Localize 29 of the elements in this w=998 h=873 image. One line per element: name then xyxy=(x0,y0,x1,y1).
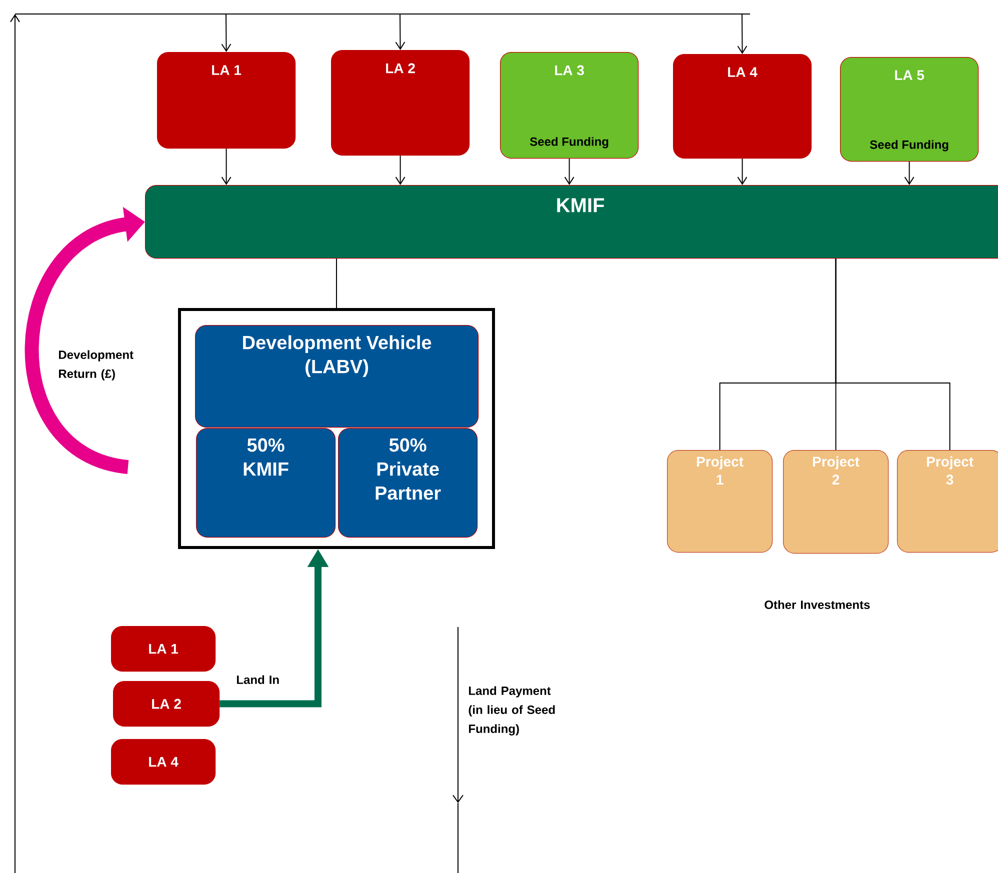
authority-box: LA 4 xyxy=(111,739,216,785)
authority-box: LA 3 Seed Funding xyxy=(500,52,639,159)
fund-bar: KMIF xyxy=(145,185,998,259)
arrow xyxy=(737,14,748,54)
arrow xyxy=(737,158,748,185)
share-box: 50% Private Partner xyxy=(338,428,478,538)
group-label: Other Investments xyxy=(764,600,870,610)
project-box: Project 2 xyxy=(783,450,889,554)
edge-label: Development Return (£) xyxy=(59,350,134,380)
authority-box: LA 4 xyxy=(673,54,812,159)
arrow xyxy=(904,161,914,185)
project-box: Project 1 xyxy=(667,450,773,553)
share-box: 50% KMIF xyxy=(196,428,336,538)
project-box: Project 3 xyxy=(897,450,998,553)
authority-box: LA 5 Seed Funding xyxy=(840,57,979,162)
connector-line xyxy=(835,258,950,450)
authority-box: LA 1 xyxy=(111,626,216,672)
edge-label: Land In xyxy=(237,675,279,684)
arrow xyxy=(221,148,232,185)
vehicle-box: Development Vehicle (LABV) xyxy=(195,325,479,428)
arrow xyxy=(564,158,574,185)
arrow xyxy=(221,14,232,52)
authority-box: LA 2 xyxy=(331,50,470,156)
authority-box: LA 2 xyxy=(113,681,220,727)
note-label: Land Payment (in lieu of Seed Funding) xyxy=(468,686,555,736)
arrow xyxy=(395,14,406,50)
arrow xyxy=(395,155,406,185)
authority-box: LA 1 xyxy=(157,52,296,149)
connector-line xyxy=(336,258,337,308)
